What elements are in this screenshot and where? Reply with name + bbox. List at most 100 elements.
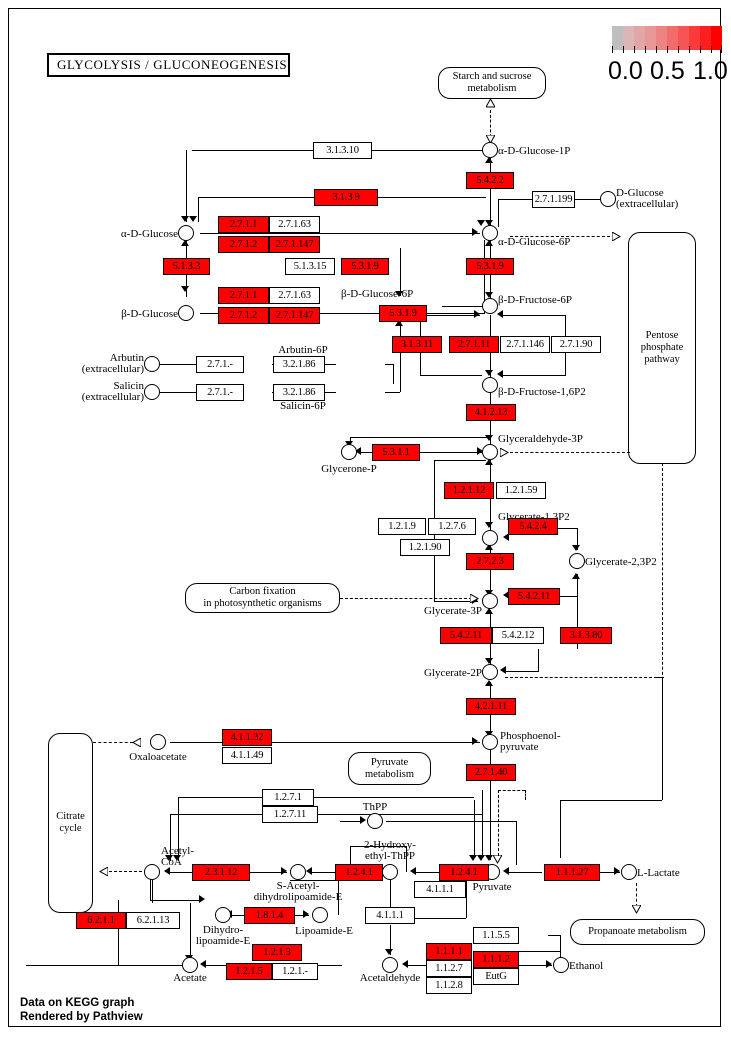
enzyme-box-EutG[interactable]: EutG <box>473 968 519 985</box>
compound-node-oxaloacetate[interactable] <box>150 734 166 750</box>
enzyme-box-5-1-3-3[interactable]: 5.1.3.3 <box>163 258 210 275</box>
compound-node-glycerate-23p2[interactable] <box>569 553 585 569</box>
enzyme-box-2-7-1-2-b[interactable]: 2.7.1.2 <box>218 307 269 324</box>
enzyme-box-5-3-1-1[interactable]: 5.3.1.1 <box>372 444 420 461</box>
enzyme-box-6-2-1-1[interactable]: 6.2.1.1 <box>76 912 126 929</box>
compound-node-acetate[interactable] <box>182 957 198 973</box>
map-node-carbon-fixation[interactable]: Carbon fixation in photosynthetic organi… <box>185 583 340 613</box>
enzyme-box-3-2-1-86-a[interactable]: 3.2.1.86 <box>273 356 325 373</box>
enzyme-box-5-4-2-11-a[interactable]: 5.4.2.11 <box>508 588 560 605</box>
enzyme-box-5-4-2-11-b[interactable]: 5.4.2.11 <box>440 627 492 644</box>
enzyme-box-5-4-2-2[interactable]: 5.4.2.2 <box>466 172 514 189</box>
enzyme-box-3-1-3-9[interactable]: 3.1.3.9 <box>314 189 378 206</box>
enzyme-box-1-1-1-27[interactable]: 1.1.1.27 <box>544 864 600 881</box>
enzyme-box-6-2-1-13[interactable]: 6.2.1.13 <box>126 912 180 929</box>
enzyme-box-2-7-1-146[interactable]: 2.7.1.146 <box>500 336 550 353</box>
enzyme-box-5-3-1-9-b[interactable]: 5.3.1.9 <box>466 258 514 275</box>
enzyme-box-2-7-1-1-b[interactable]: 2.7.1.1 <box>218 287 269 304</box>
enzyme-box-5-3-1-9-a[interactable]: 5.3.1.9 <box>341 258 389 275</box>
map-node-citrate-cycle[interactable]: Citrate cycle <box>48 733 93 913</box>
enzyme-box-1-1-5-5[interactable]: 1.1.5.5 <box>473 927 519 944</box>
enzyme-box-2-7-1-dash-b[interactable]: 2.7.1.- <box>196 384 244 401</box>
enzyme-box-5-4-2-4[interactable]: 5.4.2.4 <box>508 518 558 535</box>
enzyme-box-1-2-7-11[interactable]: 1.2.7.11 <box>262 806 318 823</box>
enzyme-box-3-2-1-86-b[interactable]: 3.2.1.86 <box>273 384 325 401</box>
enzyme-box-1-2-4-1-b[interactable]: 1.2.4.1 <box>439 864 489 881</box>
compound-node-ethanol[interactable] <box>553 957 569 973</box>
compound-node-beta-d-fructose-16p2[interactable] <box>482 377 498 393</box>
enzyme-box-2-7-1-63-a[interactable]: 2.7.1.63 <box>269 216 320 233</box>
compound-node-glycerate-3p[interactable] <box>482 593 498 609</box>
compound-node-acetyl-coa[interactable] <box>144 864 160 880</box>
enzyme-box-5-1-3-15[interactable]: 5.1.3.15 <box>285 258 335 275</box>
enzyme-box-1-2-1-dash[interactable]: 1.2.1.- <box>272 963 318 980</box>
enzyme-box-4-2-1-11[interactable]: 4.2.1.11 <box>466 698 516 715</box>
enzyme-box-2-3-1-12[interactable]: 2.3.1.12 <box>192 864 250 881</box>
enzyme-box-1-8-1-4[interactable]: 1.8.1.4 <box>244 907 295 924</box>
compound-node-alpha-d-glucose[interactable] <box>178 225 194 241</box>
enzyme-box-4-1-2-13[interactable]: 4.1.2.13 <box>466 404 516 421</box>
enzyme-box-3-1-3-80[interactable]: 3.1.3.80 <box>560 627 612 644</box>
compound-node-glycerate-2p[interactable] <box>482 664 498 680</box>
compound-label-acetyl-coa: Acetyl- CoA <box>161 845 194 868</box>
compound-node-glucose-1p[interactable] <box>482 142 498 158</box>
enzyme-box-4-1-1-1-a[interactable]: 4.1.1.1 <box>414 881 466 898</box>
enzyme-box-2-7-1-90[interactable]: 2.7.1.90 <box>551 336 601 353</box>
compound-node-alpha-d-glucose-6p[interactable] <box>482 225 498 241</box>
enzyme-box-2-7-1-40[interactable]: 2.7.1.40 <box>466 764 516 781</box>
compound-node-arbutin-extracellular[interactable] <box>144 356 160 372</box>
compound-label-d-glucose-extracellular: D-Glucose (extracellular) <box>616 187 679 210</box>
arrow-down <box>385 949 393 955</box>
compound-node-thpp[interactable] <box>367 813 383 829</box>
enzyme-box-2-7-1-2-a[interactable]: 2.7.1.2 <box>218 236 269 253</box>
enzyme-box-1-2-7-6[interactable]: 1.2.7.6 <box>428 518 476 535</box>
enzyme-box-4-1-1-32[interactable]: 4.1.1.32 <box>222 729 272 746</box>
compound-node-s-acetyl-dihydrolipoamide-e[interactable] <box>290 864 306 880</box>
enzyme-box-2-7-1-147-a[interactable]: 2.7.1.147 <box>269 236 320 253</box>
enzyme-box-5-4-2-12[interactable]: 5.4.2.12 <box>492 627 544 644</box>
compound-node-l-lactate[interactable] <box>621 864 637 880</box>
compound-node-glycerone-p[interactable] <box>341 444 357 460</box>
compound-node-d-glucose-extracellular[interactable] <box>600 191 616 207</box>
enzyme-box-1-1-1-1[interactable]: 1.1.1.1 <box>426 943 472 960</box>
map-node-pyruvate-metabolism[interactable]: Pyruvate metabolism <box>348 752 431 785</box>
compound-node-acetaldehyde[interactable] <box>382 957 398 973</box>
enzyme-box-1-2-4-1-a[interactable]: 1.2.4.1 <box>335 864 383 881</box>
enzyme-box-1-2-1-90[interactable]: 1.2.1.90 <box>400 539 450 556</box>
enzyme-box-2-7-1-199[interactable]: 2.7.1.199 <box>532 191 575 208</box>
map-node-propanoate-metabolism[interactable]: Propanoate metabolism <box>570 919 705 945</box>
compound-node-salicin-extracellular[interactable] <box>144 384 160 400</box>
enzyme-box-3-1-3-10[interactable]: 3.1.3.10 <box>313 142 372 159</box>
enzyme-box-2-7-1-11[interactable]: 2.7.1.11 <box>449 336 499 353</box>
enzyme-box-2-7-1-63-b[interactable]: 2.7.1.63 <box>269 287 320 304</box>
compound-node-glyceraldehyde-3p[interactable] <box>482 444 498 460</box>
compound-node-dihydrolipoamide-e[interactable] <box>215 907 231 923</box>
enzyme-box-2-7-1-dash-a[interactable]: 2.7.1.- <box>196 356 244 373</box>
enzyme-box-2-7-1-1-a[interactable]: 2.7.1.1 <box>218 216 269 233</box>
enzyme-box-1-2-7-1[interactable]: 1.2.7.1 <box>262 789 314 806</box>
enzyme-box-4-1-1-1-b[interactable]: 4.1.1.1 <box>365 907 415 924</box>
enzyme-box-1-1-2-7[interactable]: 1.1.2.7 <box>426 960 472 977</box>
enzyme-box-1-2-1-9[interactable]: 1.2.1.9 <box>378 518 426 535</box>
map-node-pentose-phosphate[interactable]: Pentose phosphate pathway <box>628 232 696 464</box>
compound-node-beta-d-fructose-6p[interactable] <box>482 298 498 314</box>
compound-node-lipoamide-e[interactable] <box>312 907 328 923</box>
enzyme-box-5-3-1-9-c[interactable]: 5.3.1.9 <box>379 305 427 322</box>
enzyme-box-1-2-1-12[interactable]: 1.2.1.12 <box>444 482 494 499</box>
enzyme-box-4-1-1-49[interactable]: 4.1.1.49 <box>222 747 272 764</box>
legend-cell <box>645 26 656 50</box>
enzyme-box-1-2-1-3[interactable]: 1.2.1.3 <box>252 944 302 961</box>
enzyme-box-1-2-1-59[interactable]: 1.2.1.59 <box>496 482 546 499</box>
enzyme-box-2-7-2-3[interactable]: 2.7.2.3 <box>466 553 514 570</box>
compound-node-beta-d-glucose[interactable] <box>178 305 194 321</box>
compound-node-glycerate-13p2[interactable] <box>482 530 498 546</box>
arrow-up <box>485 608 493 614</box>
compound-node-phosphoenolpyruvate[interactable] <box>482 734 498 750</box>
enzyme-box-1-2-1-5[interactable]: 1.2.1.5 <box>226 963 272 980</box>
compound-node-2-hydroxyethyl-thpp[interactable] <box>382 864 398 880</box>
enzyme-box-2-7-1-147-b[interactable]: 2.7.1.147 <box>269 307 320 324</box>
enzyme-box-1-1-1-2[interactable]: 1.1.1.2 <box>473 951 519 968</box>
enzyme-box-1-1-2-8[interactable]: 1.1.2.8 <box>426 977 472 994</box>
map-node-starch-sucrose[interactable]: Starch and sucrose metabolism <box>438 67 546 99</box>
enzyme-box-3-1-3-11[interactable]: 3.1.3.11 <box>392 336 442 353</box>
